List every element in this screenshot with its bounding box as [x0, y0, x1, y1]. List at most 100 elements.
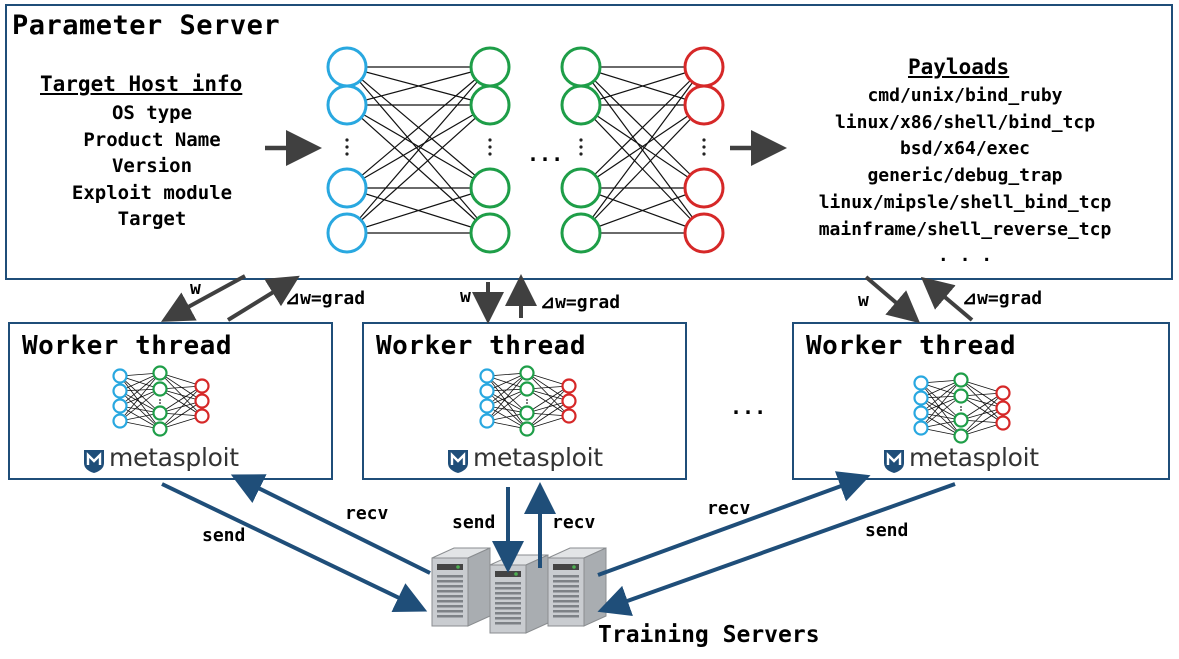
nn-node	[561, 378, 577, 394]
recv-arrow	[230, 474, 431, 575]
server-vent	[553, 615, 579, 618]
nn-connection	[346, 187, 491, 234]
nn-connection	[159, 372, 203, 417]
nn-node	[469, 212, 511, 254]
server-vent	[437, 605, 463, 608]
nn-dot	[488, 152, 492, 156]
nn-node	[913, 420, 929, 436]
nn-node	[479, 368, 495, 384]
nn-connection	[159, 385, 203, 430]
server-icon	[431, 547, 491, 627]
server-bay	[553, 564, 579, 570]
server-vent	[437, 615, 463, 618]
metasploit-shield-icon	[84, 450, 104, 473]
server-vent	[495, 602, 521, 605]
nn-node	[194, 408, 210, 424]
nn-node	[326, 167, 368, 209]
nn-node	[683, 212, 725, 254]
recv-label: recv	[552, 512, 596, 533]
nn-connection	[580, 66, 705, 234]
nn-node	[560, 212, 602, 254]
nn-node	[683, 167, 725, 209]
nn-connection	[580, 66, 705, 106]
nn-node	[995, 415, 1011, 431]
server-vent	[437, 590, 463, 593]
parameter-server-network	[326, 46, 725, 254]
server-side	[583, 547, 607, 627]
nn-dot	[159, 402, 161, 404]
target-host-info-title: Target Host info	[40, 72, 243, 96]
nn-node	[152, 421, 168, 437]
target-host-info-list: OS type Product Name Version Exploit mod…	[40, 100, 264, 233]
w-arrow	[160, 274, 246, 322]
worker-thread-title: Worker thread	[806, 331, 1016, 361]
nn-dot	[159, 399, 161, 401]
nn-connection	[486, 390, 528, 414]
host-info-item: Exploit module	[71, 181, 233, 204]
parameter-server-title: Parameter Server	[12, 10, 281, 41]
nn-node	[683, 46, 725, 88]
server-bay	[495, 571, 521, 577]
nn-node	[326, 84, 368, 126]
worker-network	[112, 365, 210, 437]
nn-dot	[345, 145, 349, 149]
nn-node	[152, 365, 168, 381]
payload-item: linux/mipsle/shell_bind_tcp	[818, 191, 1112, 213]
nn-node	[152, 405, 168, 421]
nn-connection	[960, 379, 1004, 424]
nn-node	[560, 84, 602, 126]
grad-arrow	[226, 275, 300, 322]
worker-thread-title: Worker thread	[376, 331, 586, 361]
training-servers-label: Training Servers	[598, 622, 820, 648]
send-label: send	[202, 525, 246, 546]
send-arrow	[597, 482, 956, 616]
recv-label: recv	[345, 503, 389, 524]
server-side	[467, 547, 491, 627]
nn-connection	[960, 395, 1004, 424]
nn-connection	[486, 390, 528, 430]
metasploit-logo: metasploit	[446, 443, 606, 474]
nn-connection	[119, 375, 161, 430]
nn-node	[953, 372, 969, 388]
server-led	[456, 565, 460, 569]
nn-ellipsis: ...	[527, 142, 564, 166]
grad-label: ⊿w=grad	[540, 292, 621, 313]
nn-node	[326, 46, 368, 88]
grad-label: ⊿w=grad	[285, 288, 366, 309]
nn-connection	[346, 66, 491, 106]
nn-connection	[920, 395, 962, 429]
nn-node	[152, 381, 168, 397]
server-vent	[553, 610, 579, 613]
w-label: w	[460, 286, 471, 307]
nn-node	[519, 381, 535, 397]
nn-connection	[346, 66, 491, 189]
nn-node	[112, 398, 128, 414]
nn-connection	[486, 372, 528, 422]
nn-connection	[119, 390, 161, 414]
server-vent	[495, 617, 521, 620]
nn-dot	[702, 138, 706, 142]
server-vent	[495, 622, 521, 625]
server-vent	[553, 600, 579, 603]
server-led	[514, 572, 518, 576]
workers-ellipsis: ...	[730, 395, 767, 419]
server-icon	[547, 547, 607, 627]
nn-dot	[526, 402, 528, 404]
server-vent	[437, 580, 463, 583]
nn-connection	[960, 392, 1004, 437]
nn-connection	[920, 382, 962, 437]
nn-dot	[960, 406, 962, 408]
nn-node	[479, 413, 495, 429]
nn-node	[519, 365, 535, 381]
worker-network	[913, 372, 1011, 444]
worker-thread-title: Worker thread	[22, 331, 232, 361]
metasploit-wordmark: metasploit	[473, 443, 603, 472]
nn-dot	[702, 145, 706, 149]
nn-connection	[119, 388, 161, 422]
arrows-group	[160, 130, 974, 616]
nn-node	[112, 413, 128, 429]
nn-connection	[526, 400, 570, 430]
nn-connection	[580, 104, 705, 189]
payload-item: mainframe/shell_reverse_tcp	[818, 218, 1112, 240]
